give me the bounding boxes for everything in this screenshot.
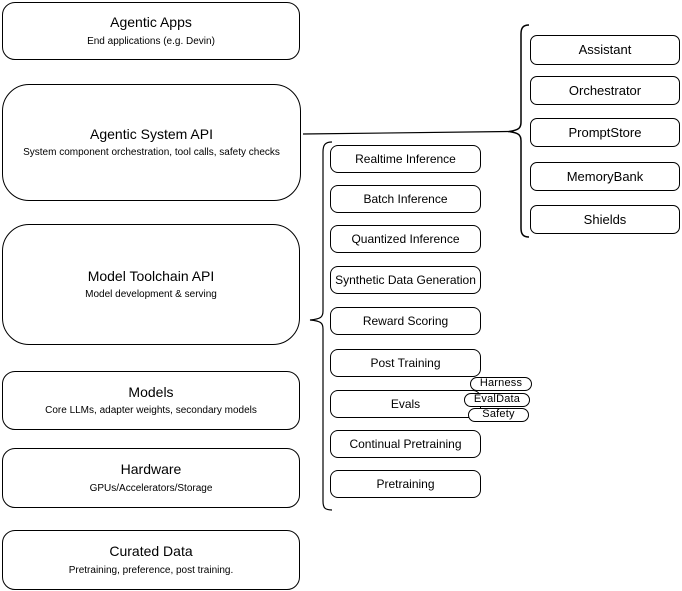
node-post-training: Post Training bbox=[330, 349, 481, 377]
node-promptstore: PromptStore bbox=[530, 118, 680, 147]
node-batch-inference: Batch Inference bbox=[330, 185, 481, 213]
node-subtitle: System component orchestration, tool cal… bbox=[23, 147, 280, 159]
node-subtitle: Model development & serving bbox=[85, 289, 217, 301]
tag-evaldata: EvalData bbox=[464, 393, 530, 407]
node-shields: Shields bbox=[530, 205, 680, 234]
node-subtitle: End applications (e.g. Devin) bbox=[87, 35, 215, 47]
node-orchestrator: Orchestrator bbox=[530, 76, 680, 105]
node-reward-scoring: Reward Scoring bbox=[330, 307, 481, 335]
node-models: Models Core LLMs, adapter weights, secon… bbox=[2, 371, 300, 430]
node-title: Agentic Apps bbox=[110, 14, 192, 31]
node-subtitle: Core LLMs, adapter weights, secondary mo… bbox=[45, 405, 257, 417]
system-connector-line bbox=[302, 130, 510, 135]
node-synthetic-data-generation: Synthetic Data Generation bbox=[330, 266, 481, 294]
node-title: Agentic System API bbox=[90, 125, 213, 142]
node-quantized-inference: Quantized Inference bbox=[330, 225, 481, 253]
node-curated-data: Curated Data Pretraining, preference, po… bbox=[2, 530, 300, 590]
node-evals: Evals bbox=[330, 390, 481, 418]
node-pretraining: Pretraining bbox=[330, 470, 481, 498]
node-hardware: Hardware GPUs/Accelerators/Storage bbox=[2, 448, 300, 508]
node-continual-pretraining: Continual Pretraining bbox=[330, 430, 481, 458]
node-realtime-inference: Realtime Inference bbox=[330, 145, 481, 173]
tag-harness: Harness bbox=[470, 377, 532, 391]
node-model-toolchain-api: Model Toolchain API Model development & … bbox=[2, 224, 300, 345]
node-subtitle: GPUs/Accelerators/Storage bbox=[89, 482, 213, 494]
node-agentic-system-api: Agentic System API System component orch… bbox=[2, 84, 301, 201]
node-subtitle: Pretraining, preference, post training. bbox=[68, 564, 234, 576]
node-title: Model Toolchain API bbox=[87, 267, 215, 284]
node-agentic-apps: Agentic Apps End applications (e.g. Devi… bbox=[2, 2, 300, 60]
toolchain-brace bbox=[309, 141, 333, 511]
node-title: Models bbox=[128, 383, 174, 400]
node-title: Hardware bbox=[120, 461, 182, 478]
node-title: Curated Data bbox=[109, 543, 193, 560]
system-components-bracket bbox=[508, 24, 530, 238]
tag-safety: Safety bbox=[468, 408, 529, 422]
node-memorybank: MemoryBank bbox=[530, 162, 680, 191]
node-assistant: Assistant bbox=[530, 35, 680, 65]
